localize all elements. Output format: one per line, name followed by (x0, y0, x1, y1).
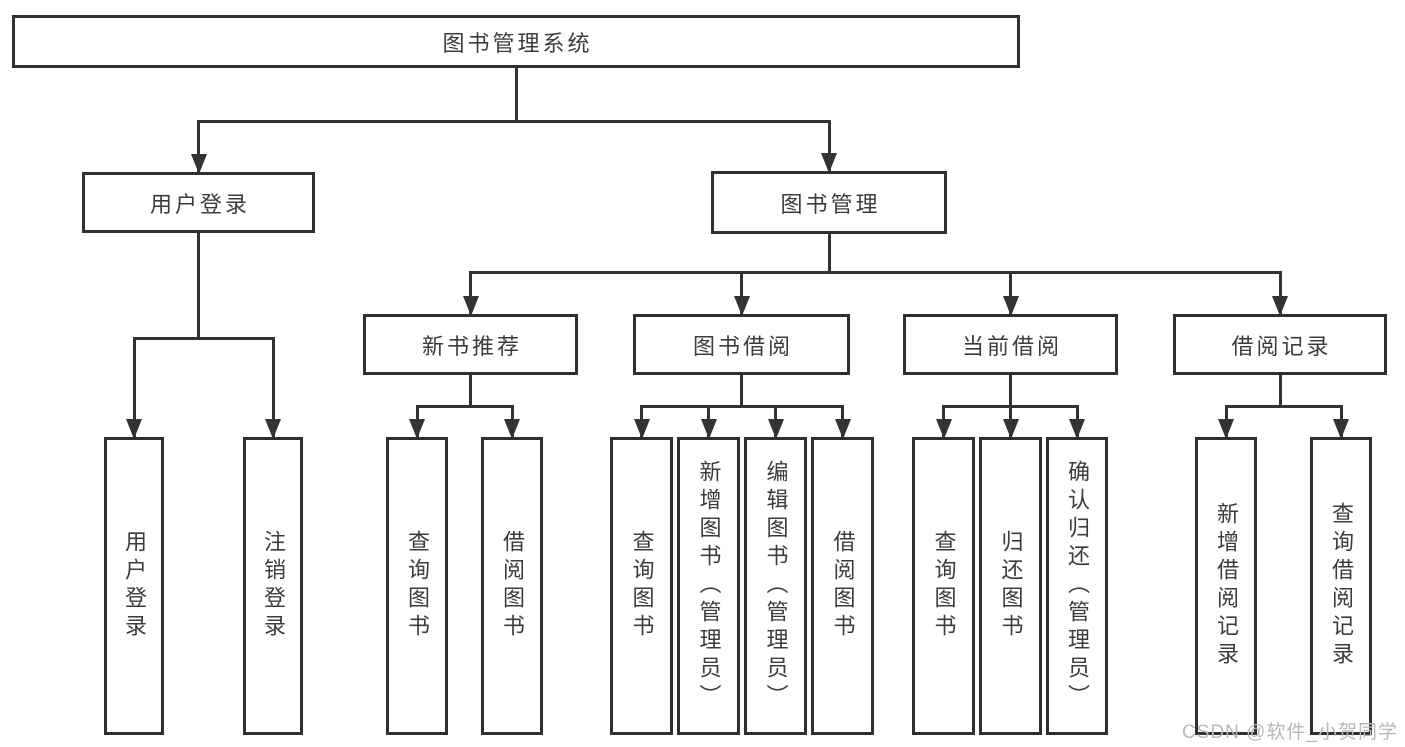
node-confirm-return-admin: 确认归还（管理员） (1046, 437, 1108, 735)
arrow-down-icon (733, 296, 750, 316)
node-user-login: 用户登录 (82, 172, 315, 233)
connector-line (1278, 271, 1282, 314)
node-label: 编辑图书（管理员） (763, 460, 789, 712)
node-label: 图书借阅 (692, 333, 793, 359)
node-add-borrow-record: 新增借阅记录 (1195, 437, 1257, 735)
connector-line (827, 234, 831, 274)
connector-line (469, 271, 1282, 274)
node-borrow-book-2: 借阅图书 (811, 437, 874, 735)
arrow-down-icon (1002, 296, 1019, 316)
arrow-down-icon (834, 419, 851, 439)
connector-line (469, 271, 472, 314)
node-user-login-action: 用户登录 (104, 437, 164, 735)
arrow-down-icon (1333, 419, 1349, 439)
arrow-down-icon (1069, 419, 1085, 439)
arrow-down-icon (700, 419, 717, 439)
node-library-system: 图书管理系统 (12, 15, 1020, 68)
node-label: 新增图书（管理员） (696, 460, 722, 712)
node-label: 借阅图书 (500, 530, 525, 642)
connector-line (132, 337, 275, 340)
connector-line (197, 120, 200, 172)
node-label: 图书管理系统 (442, 30, 593, 56)
node-borrow-record: 借阅记录 (1173, 314, 1387, 375)
node-add-book-admin: 新增图书（管理员） (677, 437, 740, 735)
connector-line (415, 405, 514, 408)
connector-line (197, 120, 831, 123)
node-label: 用户登录 (122, 530, 147, 642)
arrow-down-icon (462, 296, 479, 316)
node-label: 查询图书 (629, 530, 655, 642)
node-label: 当前借阅 (961, 333, 1062, 359)
node-new-book-recommend: 新书推荐 (363, 314, 578, 375)
node-logout-action: 注销登录 (243, 437, 303, 735)
arrow-down-icon (126, 419, 142, 439)
node-label: 查询图书 (931, 530, 957, 642)
arrow-down-icon (1218, 419, 1234, 439)
node-current-borrow: 当前借阅 (903, 314, 1118, 375)
node-query-book-3: 查询图书 (912, 437, 975, 735)
node-edit-book-admin: 编辑图书（管理员） (744, 437, 807, 735)
arrow-down-icon (767, 419, 784, 439)
node-label: 新书推荐 (421, 333, 522, 359)
node-label: 归还图书 (998, 530, 1024, 642)
node-label: 新增借阅记录 (1214, 502, 1239, 670)
arrow-down-icon (935, 419, 952, 439)
node-label: 查询借阅记录 (1329, 502, 1354, 670)
node-book-borrow: 图书借阅 (633, 314, 850, 375)
arrow-down-icon (409, 419, 425, 439)
connector-line (514, 68, 518, 123)
node-label: 借阅图书 (830, 530, 856, 642)
node-query-book-2: 查询图书 (610, 437, 673, 735)
node-borrow-book-1: 借阅图书 (481, 437, 543, 735)
connector-line (740, 271, 743, 314)
connector-line (827, 120, 831, 171)
connector-line (1009, 375, 1012, 408)
node-book-management: 图书管理 (711, 171, 947, 234)
arrow-down-icon (190, 154, 207, 174)
node-label: 图书管理 (780, 191, 881, 217)
node-query-book-1: 查询图书 (386, 437, 448, 735)
connector-line (640, 405, 844, 408)
connector-line (1278, 375, 1282, 408)
arrow-down-icon (504, 419, 520, 439)
connector-line (132, 337, 136, 437)
node-label: 查询图书 (405, 530, 430, 642)
node-label: 借阅记录 (1231, 333, 1332, 359)
arrow-down-icon (265, 419, 281, 439)
connector-line (740, 375, 743, 408)
connector-line (1009, 271, 1012, 314)
watermark: CSDN @软件_小贺同学 (1182, 722, 1398, 743)
arrow-down-icon (821, 153, 837, 173)
node-label: 用户登录 (149, 191, 250, 217)
node-label: 确认归还（管理员） (1065, 460, 1090, 712)
connector-line (1224, 405, 1343, 408)
connector-line (197, 233, 200, 340)
node-query-borrow-record: 查询借阅记录 (1310, 437, 1372, 735)
arrow-down-icon (1272, 296, 1288, 316)
node-return-book: 归还图书 (979, 437, 1042, 735)
node-label: 注销登录 (261, 530, 286, 642)
connector-line (469, 375, 472, 408)
arrow-down-icon (633, 419, 650, 439)
arrow-down-icon (1002, 419, 1019, 439)
connector-line (271, 337, 275, 437)
